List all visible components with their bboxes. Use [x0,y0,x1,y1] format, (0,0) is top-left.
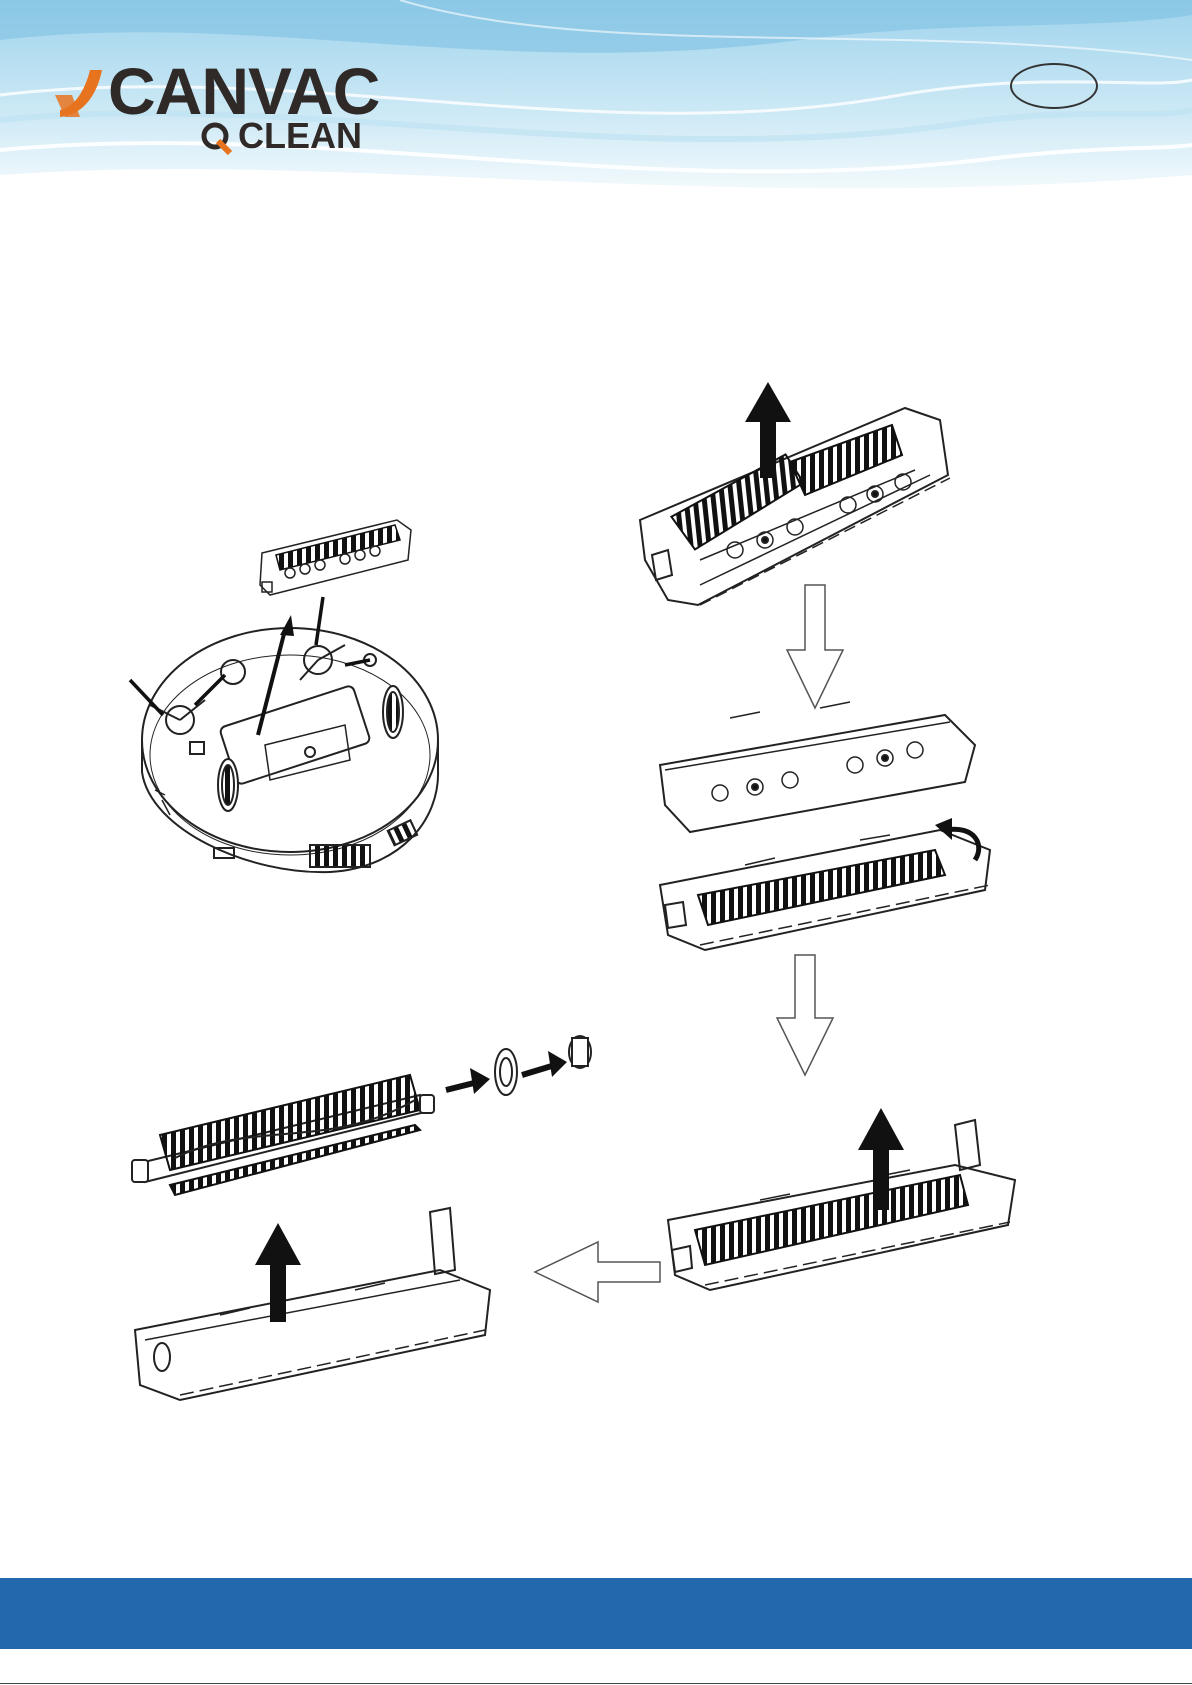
removed-brush-roller [132,1075,434,1195]
brush-in-frame [660,830,990,950]
step2-to-step3-hollow-arrow [777,955,833,1075]
footer-bar [0,1578,1192,1649]
side-brush-right [300,645,345,680]
bearing-ring [495,1049,517,1095]
robot-pointer-lines [130,597,370,715]
empty-brush-frame [135,1208,490,1400]
bearing-cap [569,1036,591,1068]
brush-assembly-step1 [640,408,950,605]
right-wheel [383,686,403,738]
step1-to-step2-hollow-arrow [787,585,843,708]
step3-to-step4-hollow-arrow [535,1242,660,1302]
small-brush-assembly [260,520,411,595]
robot-underside-drawing [142,628,438,872]
brush-lift-step3 [668,1120,1015,1290]
robot-up-arrow [258,615,294,735]
brush-cover-top [660,702,975,832]
footer-divider [0,1683,1192,1684]
left-wheel [218,759,238,811]
